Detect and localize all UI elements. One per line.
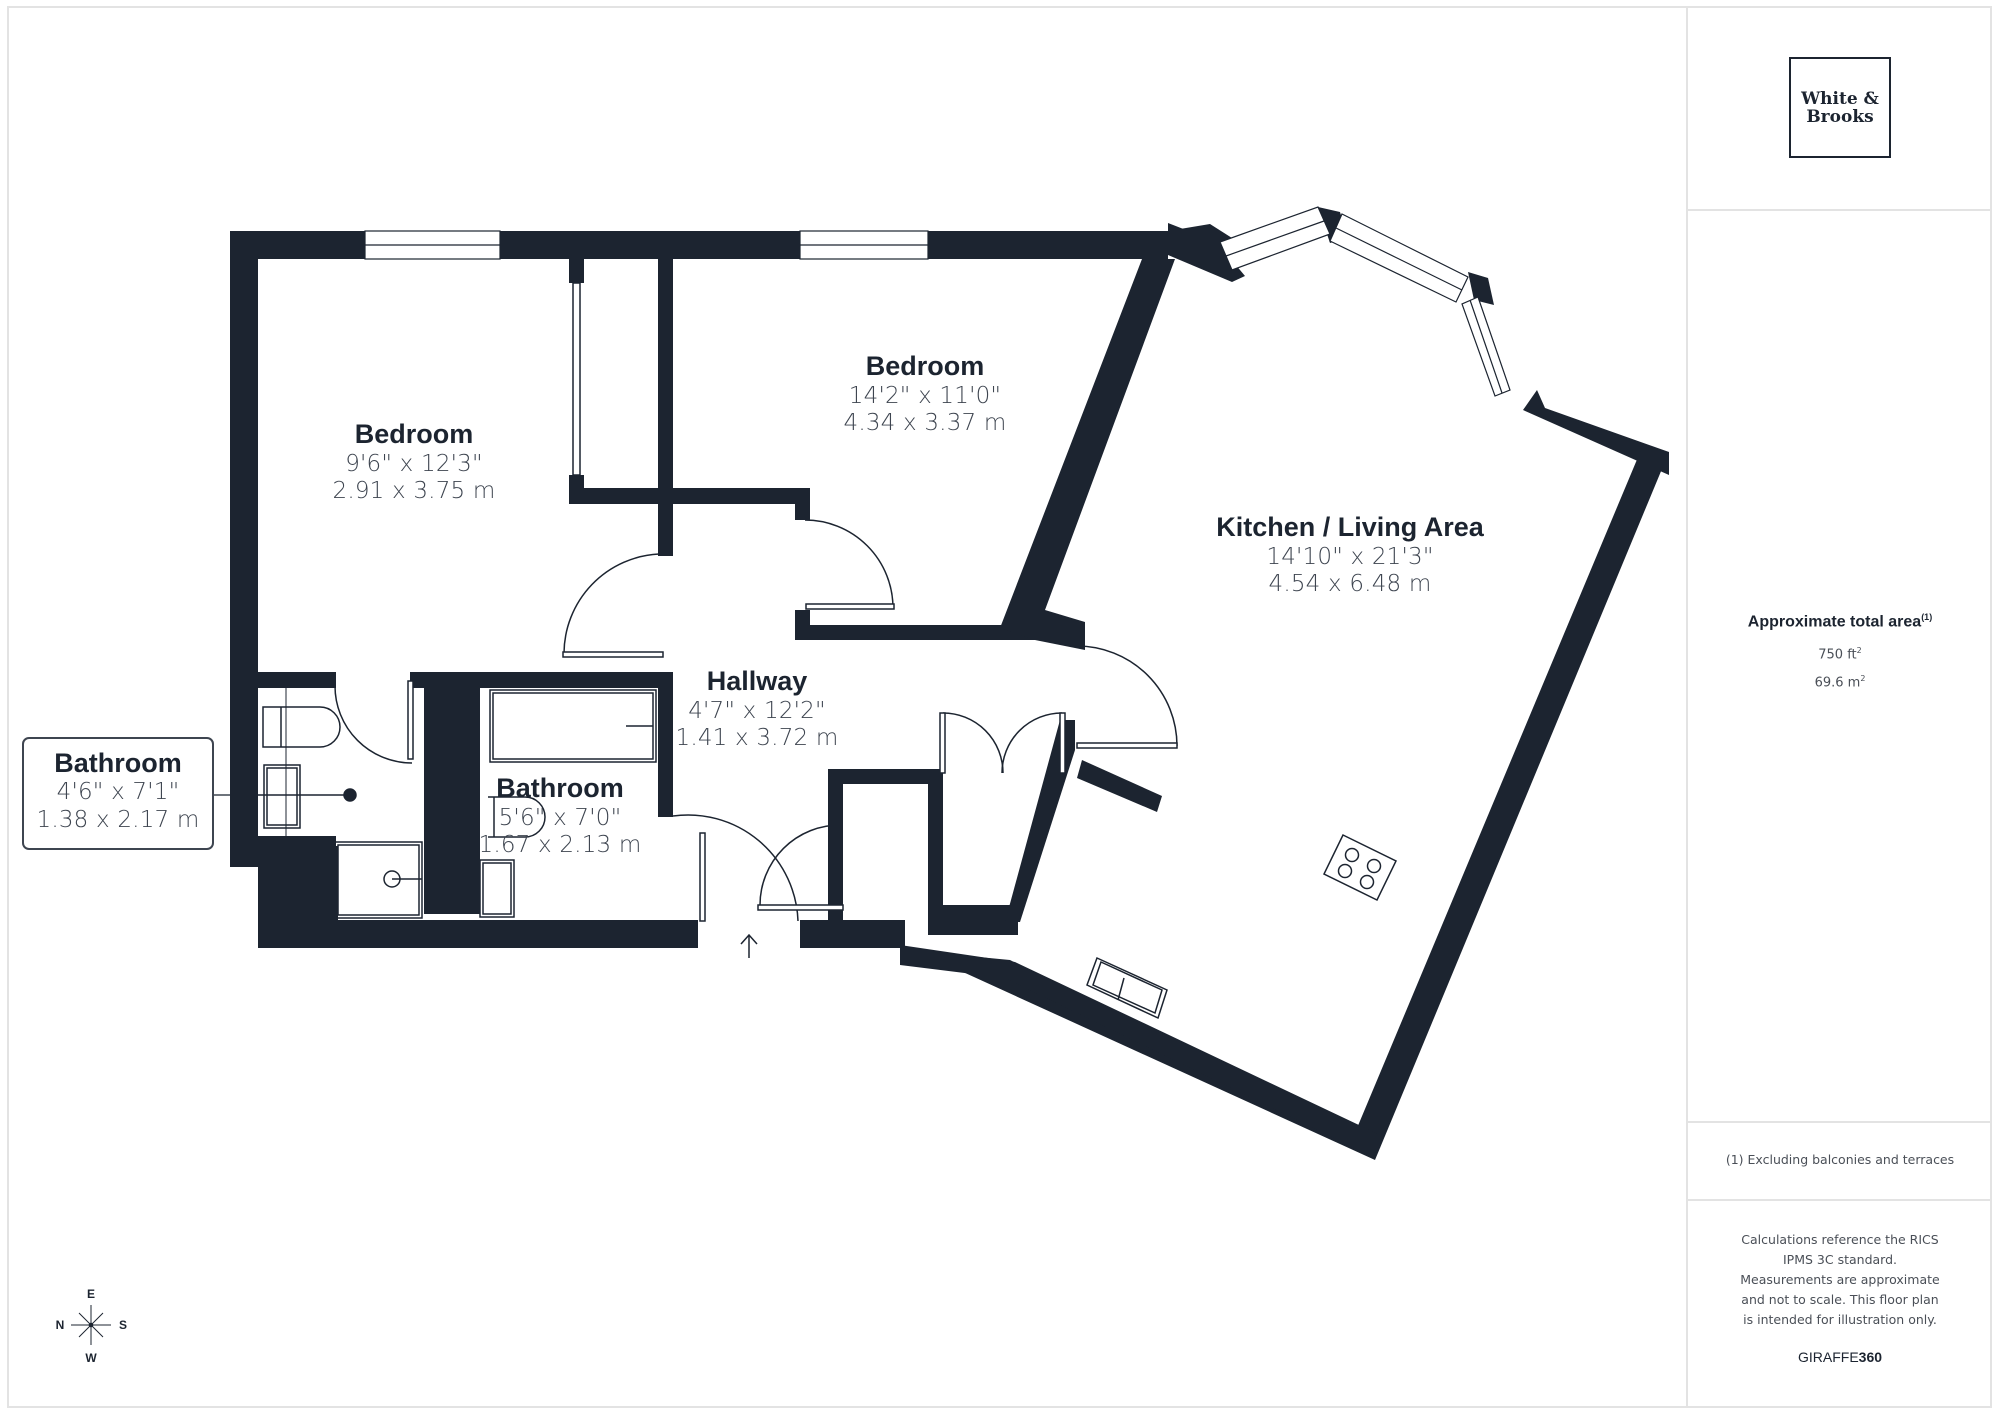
room-dimensions-imperial: 9'6" x 12'3": [345, 450, 483, 477]
unit-superscript: 2: [1856, 646, 1862, 655]
room-dimensions-imperial: 14'10" x 21'3": [1266, 543, 1434, 570]
compass-north: N: [55, 1318, 65, 1332]
compass-east: E: [86, 1287, 96, 1301]
room-label-bedroom-2: Bedroom 14'2" x 11'0" 4.34 x 3.37 m: [844, 351, 1007, 437]
page-frame: [7, 6, 1992, 1408]
total-area-metric-value: 69.6 m: [1814, 675, 1861, 691]
hob-icon: [1322, 833, 1398, 902]
compass-west: W: [85, 1351, 97, 1365]
room-label-kitchen-living: Kitchen / Living Area 14'10" x 21'3" 4.5…: [1216, 512, 1484, 598]
sidebar-divider-footnote: [1686, 1121, 1992, 1123]
compass-south: S: [118, 1318, 128, 1332]
bath-icon: [489, 689, 657, 763]
room-dimensions-imperial: 14'2" x 11'0": [848, 382, 1002, 409]
room-name: Bedroom: [354, 419, 474, 449]
software-brand: GIRAFFE360: [1688, 1349, 1992, 1365]
room-dimensions-imperial: 4'7" x 12'2": [688, 697, 826, 724]
walls: [230, 207, 1669, 1160]
room-dimensions-metric: 4.54 x 6.48 m: [1268, 570, 1432, 597]
logo-line-1: White &: [1801, 88, 1879, 109]
total-area-title: Approximate total area(1): [1688, 612, 1992, 631]
room-dimensions-imperial: 4'6" x 7'1": [56, 779, 180, 806]
room-name: Bedroom: [865, 351, 985, 381]
compass-icon: [71, 1305, 111, 1345]
room-dimensions-imperial: 5'6" x 7'0": [498, 804, 622, 831]
total-area-footnote-marker: (1): [1921, 612, 1933, 622]
room-name: Kitchen / Living Area: [1216, 512, 1484, 542]
room-label-bathroom-1: Bathroom 5'6" x 7'0" 1.67 x 2.13 m: [479, 773, 642, 859]
sidebar-divider-logo: [1686, 209, 1992, 211]
room-dimensions-metric: 1.67 x 2.13 m: [478, 831, 642, 858]
sidebar-divider: [1686, 6, 1688, 1408]
room-dimensions-metric: 1.38 x 2.17 m: [36, 806, 200, 833]
total-area-imperial-value: 750 ft: [1818, 647, 1857, 663]
sink-icon: [263, 764, 1168, 1020]
agency-logo: White & Brooks: [1789, 57, 1891, 158]
total-area-imperial: 750 ft2: [1688, 646, 1992, 662]
room-label-hallway: Hallway 4'7" x 12'2" 1.41 x 3.72 m: [676, 666, 839, 752]
room-label-bedroom-1: Bedroom 9'6" x 12'3" 2.91 x 3.75 m: [333, 419, 496, 505]
total-area-title-text: Approximate total area: [1747, 613, 1922, 631]
doors: [334, 282, 1178, 922]
footnote: (1) Excluding balconies and terraces: [1725, 1152, 1955, 1167]
unit-superscript: 2: [1860, 674, 1866, 683]
logo-line-2: Brooks: [1806, 106, 1874, 127]
room-name: Bathroom: [496, 773, 624, 803]
total-area-metric: 69.6 m2: [1688, 674, 1992, 690]
software-brand-name: GIRAFFE: [1797, 1349, 1859, 1365]
windows: [364, 206, 1511, 397]
room-dimensions-metric: 4.34 x 3.37 m: [843, 409, 1007, 436]
entrance-arrow-icon: [740, 933, 758, 958]
room-dimensions-metric: 1.41 x 3.72 m: [675, 724, 839, 751]
room-name: Bathroom: [54, 748, 182, 778]
room-dimensions-metric: 2.91 x 3.75 m: [332, 477, 496, 504]
disclaimer: Calculations reference the RICS IPMS 3C …: [1740, 1232, 1940, 1327]
fixtures: [258, 688, 1398, 1020]
shower-icon: [334, 841, 423, 919]
room-name: Hallway: [706, 666, 808, 696]
room-callout-bathroom-2: Bathroom 4'6" x 7'1" 1.38 x 2.17 m: [22, 737, 214, 850]
toilet-icon: [262, 706, 546, 838]
sidebar-divider-disclaimer: [1686, 1199, 1992, 1201]
software-brand-number: 360: [1858, 1349, 1883, 1365]
